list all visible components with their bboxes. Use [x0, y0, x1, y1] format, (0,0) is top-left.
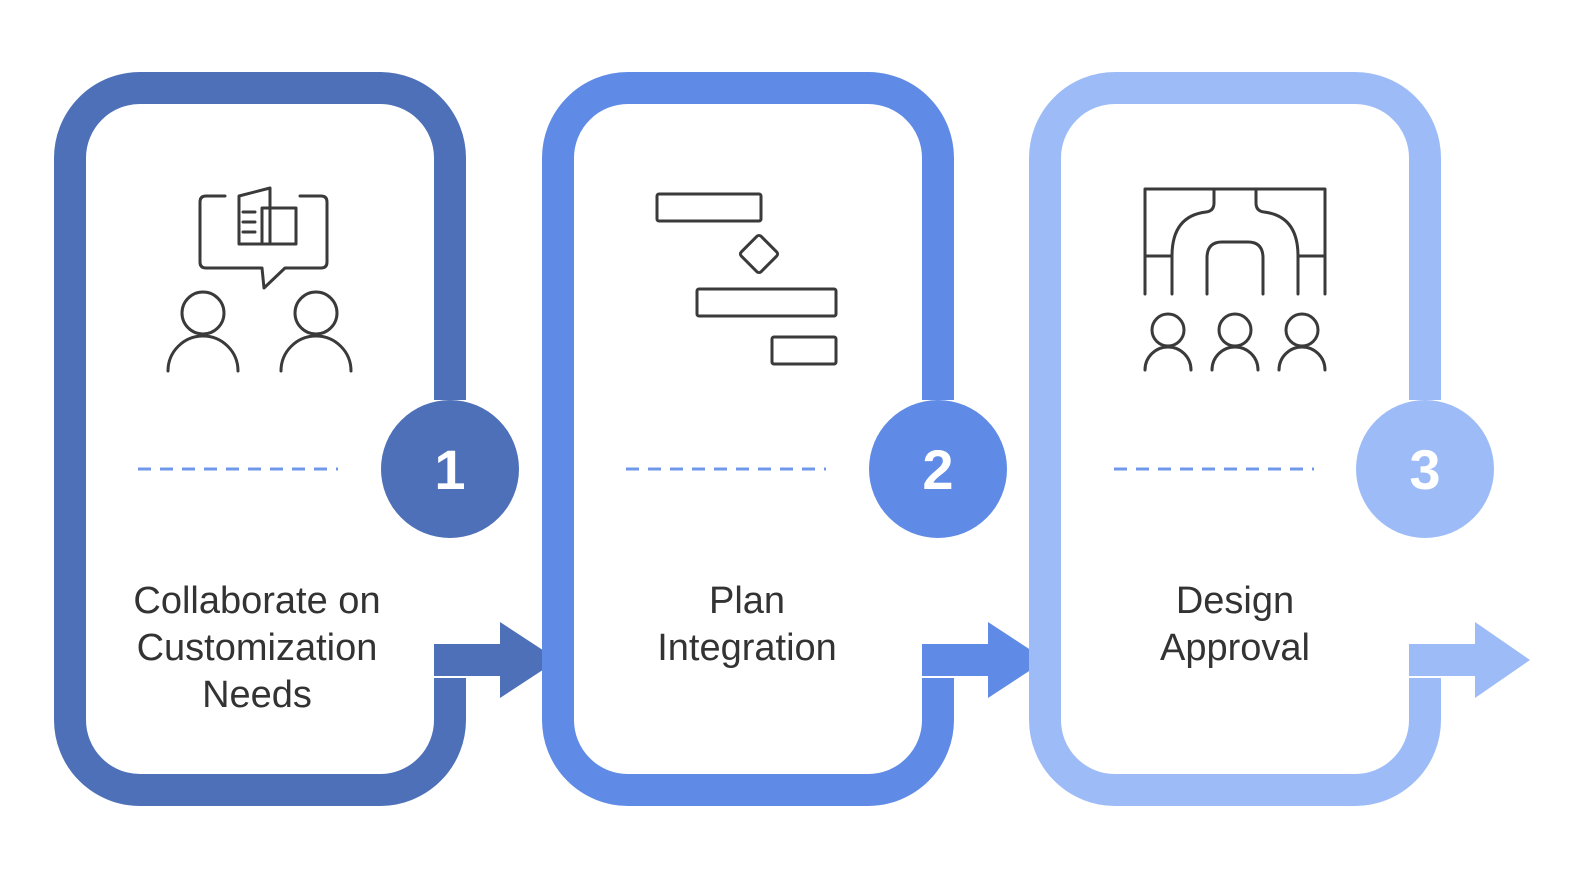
step-3-label-line-2: Approval — [1160, 627, 1310, 669]
step-2-badge — [869, 400, 1007, 538]
step-3-frame — [1029, 72, 1441, 806]
step-3-label-line-1: Design — [1175, 580, 1295, 622]
step-1-badge — [381, 400, 519, 538]
step-1-label: Collaborate on Customization Needs — [97, 578, 417, 719]
step-2: 2 — [542, 72, 1046, 806]
step-3: 3 — [1029, 72, 1530, 806]
step-2-label-line-2: Integration — [657, 627, 837, 669]
step-3-arrow — [1409, 622, 1530, 698]
step-1-frame — [54, 72, 466, 806]
step-1-label-line-3: Needs — [202, 674, 312, 716]
step-2-arrow — [922, 622, 1046, 698]
step-2-frame — [542, 72, 954, 806]
step-3-badge — [1356, 400, 1494, 538]
step-2-number: 2 — [922, 438, 953, 501]
step-1-arrow — [434, 622, 558, 698]
collaboration-chat-icon — [166, 186, 353, 373]
step-2-label-line-1: Plan — [708, 580, 786, 622]
step-3-label: Design Approval — [1075, 578, 1395, 672]
step-2-label: Plan Integration — [587, 578, 907, 672]
step-1-number: 1 — [434, 438, 465, 501]
gantt-plan-icon — [655, 192, 838, 366]
design-review-icon — [1143, 187, 1327, 372]
step-1: 1 — [54, 72, 558, 806]
step-1-label-line-2: Customization — [136, 627, 378, 669]
step-3-number: 3 — [1409, 438, 1440, 501]
step-1-label-line-1: Collaborate on — [133, 580, 381, 622]
